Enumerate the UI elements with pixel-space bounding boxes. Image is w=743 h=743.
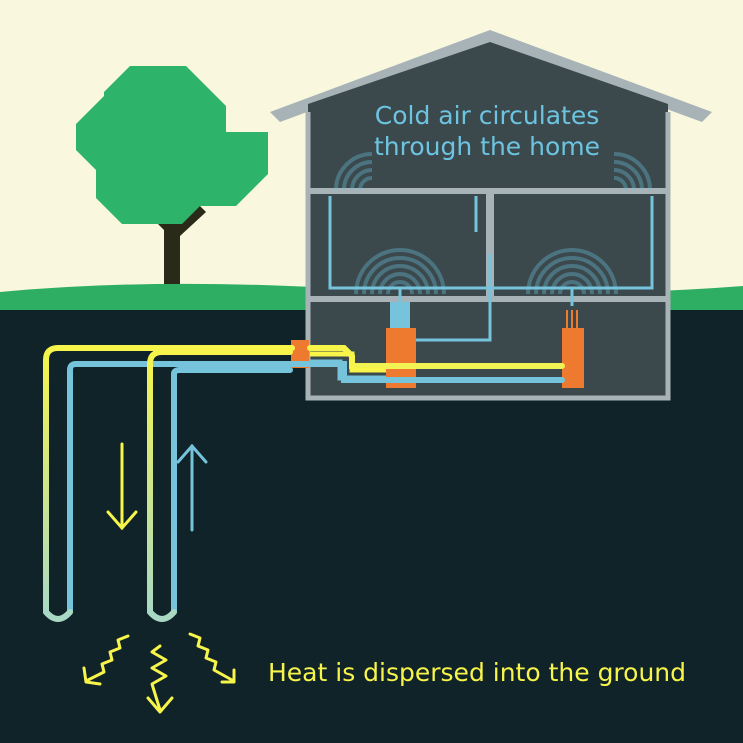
warm-pipe-outer [43, 345, 295, 615]
arrow-down-icon [106, 442, 138, 531]
arrow-up-icon [176, 443, 208, 532]
air-vent-icon [354, 248, 446, 295]
house-label-line2: through the home [373, 132, 601, 162]
house-label: Cold air circulates through the home [312, 100, 662, 163]
inner-loop-bottom [147, 609, 177, 622]
air-vent-icon [526, 248, 618, 295]
heat-wave-icon [146, 644, 174, 714]
house-outline [305, 112, 671, 401]
heat-wave-icon [82, 634, 130, 686]
ground-label: Heat is dispersed into the ground [268, 658, 687, 687]
interior-wall [486, 194, 494, 296]
air-vent-icon [613, 152, 652, 191]
upper-floor [310, 296, 666, 302]
tree [76, 66, 268, 284]
water-heater-pipes [566, 310, 578, 330]
tree-canopy [76, 66, 268, 224]
heat-wave-icon [188, 632, 236, 684]
pump-link [310, 351, 386, 381]
ductwork [328, 196, 654, 342]
outer-loop-bottom [43, 609, 73, 622]
attic-floor [310, 188, 666, 194]
house-label-line1: Cold air circulates [374, 101, 600, 130]
water-heater [562, 328, 584, 388]
air-vent-icon [334, 152, 373, 191]
duct-connector [390, 302, 410, 330]
cold-pipe-inner [171, 367, 293, 615]
